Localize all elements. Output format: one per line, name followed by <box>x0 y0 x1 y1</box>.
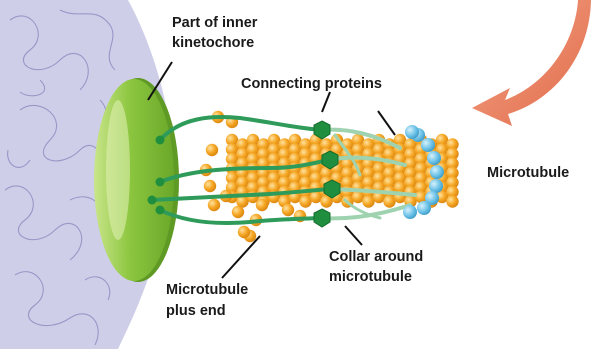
tubulin-bead <box>282 204 294 216</box>
collar-bead <box>421 138 435 152</box>
tubulin-bead <box>238 226 250 238</box>
label-connecting-proteins: Connecting proteins <box>241 76 382 92</box>
label-collar: Collar around microtubule <box>329 249 423 285</box>
label-microtubule: Microtubule <box>487 165 569 181</box>
label-plus-end-line1: Microtubule <box>166 282 248 298</box>
tubulin-bead <box>208 199 220 211</box>
tubulin-bead <box>206 144 218 156</box>
label-inner-kinetochore-line2: kinetochore <box>172 35 254 51</box>
tubulin-bead <box>204 180 216 192</box>
collar-bead <box>403 205 417 219</box>
tubulin-bead <box>232 206 244 218</box>
collar-bead <box>405 125 419 139</box>
label-collar-line1: Collar around <box>329 249 423 265</box>
label-inner-kinetochore: Part of inner kinetochore <box>172 15 258 51</box>
curved-arrow <box>472 0 591 126</box>
tubulin-bead <box>446 195 458 207</box>
label-plus-end: Microtubule plus end <box>166 282 248 319</box>
label-collar-line2: microtubule <box>329 269 412 285</box>
collar-bead <box>417 201 431 215</box>
collar-bead <box>427 151 441 165</box>
label-plus-end-line2: plus end <box>166 303 226 319</box>
collar-bead <box>429 179 443 193</box>
label-inner-kinetochore-line1: Part of inner <box>172 15 258 31</box>
tubulin-bead <box>256 199 268 211</box>
collar-bead <box>430 165 444 179</box>
